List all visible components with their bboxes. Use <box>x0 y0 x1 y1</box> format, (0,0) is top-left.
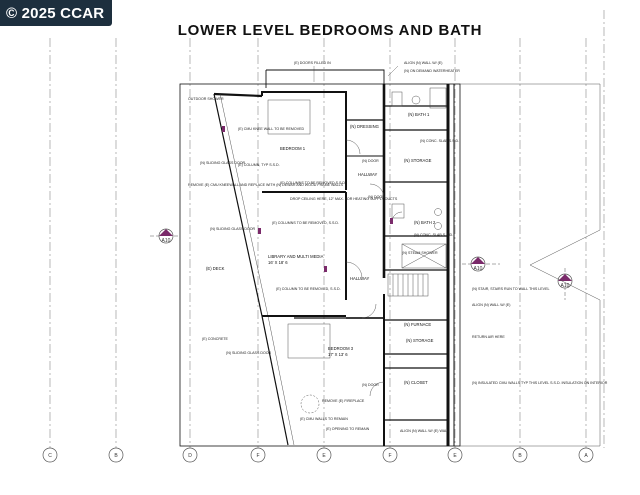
room-labels: BEDROOM 1 LIBRARY AND MULTI MEDIA 16' X … <box>206 112 436 385</box>
svg-text:(N) DOOR: (N) DOOR <box>368 195 385 199</box>
svg-text:(N) STAIR, STAIRS RUN TO WALL: (N) STAIR, STAIRS RUN TO WALL THIS LEVEL <box>472 287 549 291</box>
svg-text:(E) DOORS FILLED IN: (E) DOORS FILLED IN <box>294 61 331 65</box>
svg-text:(N) STEAM SHOWER: (N) STEAM SHOWER <box>402 251 438 255</box>
room-bedroom3: BEDROOM 3 <box>328 346 354 351</box>
svg-text:(N) SLIDING GLASS DOOR: (N) SLIDING GLASS DOOR <box>200 161 246 165</box>
interior-walls <box>261 84 455 446</box>
grid-bubble: E <box>447 447 463 463</box>
room-furnace: (N) FURNACE <box>404 322 431 327</box>
grid-bubble: A <box>578 447 594 463</box>
svg-text:(E) CMU WALLS TO REMAIN: (E) CMU WALLS TO REMAIN <box>300 417 348 421</box>
section-marker-right: A10 <box>462 256 500 272</box>
room-bedroom1: BEDROOM 1 <box>280 146 306 151</box>
svg-text:D: D <box>188 453 192 459</box>
svg-text:A10: A10 <box>561 283 570 289</box>
svg-text:ALIGN (N) WALL W/ (E) WALL: ALIGN (N) WALL W/ (E) WALL <box>400 429 449 433</box>
door-swings <box>345 139 403 397</box>
room-bath2: (N) BATH 2 <box>414 220 436 225</box>
grid-bubble: F <box>382 447 398 463</box>
svg-text:ALIGN (N) WALL W/ (E): ALIGN (N) WALL W/ (E) <box>404 61 442 65</box>
svg-text:F: F <box>388 453 391 459</box>
building-outline <box>179 69 601 447</box>
svg-text:(E) COLUMN TO BE REMOVED, S.S.: (E) COLUMN TO BE REMOVED, S.S.D. <box>276 287 341 291</box>
svg-text:A10: A10 <box>162 238 171 244</box>
grid-bubble: B <box>512 447 528 463</box>
room-hallway-top: HALLWAY <box>358 172 377 177</box>
svg-text:(N) CONC. SLAB S.S.D.: (N) CONC. SLAB S.S.D. <box>420 139 459 143</box>
room-dressing: (N) DRESSING <box>350 124 379 129</box>
svg-text:E: E <box>322 453 326 459</box>
svg-text:F: F <box>256 453 259 459</box>
room-closet: (N) CLOSET <box>404 380 428 385</box>
svg-text:C: C <box>48 453 52 459</box>
svg-text:(N) CONC. SLAB S.S.D.: (N) CONC. SLAB S.S.D. <box>414 233 453 237</box>
room-deck: (E) DECK <box>206 266 225 271</box>
room-storage: (N) STORAGE <box>406 338 434 343</box>
svg-text:REMOVE (E) FIREPLACE: REMOVE (E) FIREPLACE <box>322 399 365 403</box>
svg-text:B: B <box>518 453 522 459</box>
grid-bubble: F <box>250 447 266 463</box>
copyright-watermark: © 2025 CCAR <box>0 0 113 26</box>
grid-bubble: E <box>316 447 332 463</box>
grid-bubble: B <box>108 447 124 463</box>
drawing-title: LOWER LEVEL BEDROOMS AND BATH <box>177 22 483 39</box>
svg-text:(N) SLIDING GLASS DOOR: (N) SLIDING GLASS DOOR <box>210 227 256 231</box>
svg-text:B: B <box>114 453 118 459</box>
section-marker-far-right: A10 <box>557 268 573 300</box>
furniture <box>267 99 331 414</box>
room-bath1: (N) BATH 1 <box>408 112 430 117</box>
svg-text:E: E <box>453 453 457 459</box>
svg-text:(N) ON DEMAND WATERHEATER: (N) ON DEMAND WATERHEATER <box>404 69 460 73</box>
svg-text:ALIGN (N) WALL W/ (E): ALIGN (N) WALL W/ (E) <box>472 303 510 307</box>
grid-bubble: D <box>182 447 198 463</box>
room-library: LIBRARY AND MULTI MEDIA <box>268 254 324 259</box>
svg-text:A10: A10 <box>474 266 483 272</box>
svg-text:(E) COLUMNS TO BE REMOVED S.S.: (E) COLUMNS TO BE REMOVED S.S.D <box>280 181 345 185</box>
room-bedroom3-size: 17' X 13' 6 <box>328 352 348 357</box>
room-library-size: 16' X 18' 6 <box>268 260 288 265</box>
svg-text:(N) SLIDING GLASS DOOR: (N) SLIDING GLASS DOOR <box>226 351 272 355</box>
svg-text:OUTDOOR SHOWER: OUTDOOR SHOWER <box>188 97 224 101</box>
svg-text:(E) COLUMNS TO BE REMOVED, S.S: (E) COLUMNS TO BE REMOVED, S.S.D. <box>272 221 339 225</box>
svg-text:(E) CONCRETE: (E) CONCRETE <box>202 337 229 341</box>
svg-text:(N) INSULATED CMU WALLS TYP TH: (N) INSULATED CMU WALLS TYP THIS LEVEL S… <box>472 381 608 385</box>
svg-text:REMOVE (E) CMU KNEEWALL AND RE: REMOVE (E) CMU KNEEWALL AND REPLACE WITH… <box>188 183 344 187</box>
grid-bubble-row: C B D F E F E B <box>42 447 594 463</box>
section-marker-left: A10 <box>150 228 178 244</box>
stair <box>387 273 429 297</box>
room-hallway: HALLWAY <box>350 276 369 281</box>
svg-text:(E) COLUMN, TYP S.S.D.: (E) COLUMN, TYP S.S.D. <box>238 163 280 167</box>
svg-text:DROP CEILING HERE, 12" MAX. FO: DROP CEILING HERE, 12" MAX. FOR HEATING … <box>290 197 398 201</box>
svg-text:(E) OPENING TO REMAIN: (E) OPENING TO REMAIN <box>326 427 370 431</box>
bath-fixtures <box>391 87 447 269</box>
svg-text:RETURN AIR HERE: RETURN AIR HERE <box>472 335 505 339</box>
svg-text:(E) CMU KNEE WALL TO BE REMOVE: (E) CMU KNEE WALL TO BE REMOVED <box>238 127 305 131</box>
svg-text:A: A <box>584 453 588 459</box>
grid-bubble: C <box>42 447 58 463</box>
room-storage-laundry: (N) STORAGE <box>404 158 432 163</box>
annotations: (E) DOORS FILLED IN ALIGN (N) WALL W/ (E… <box>188 61 608 433</box>
column-markers <box>222 126 393 272</box>
svg-text:(N) DOOR: (N) DOOR <box>362 159 379 163</box>
svg-text:(N) DOOR: (N) DOOR <box>362 383 379 387</box>
glass-facade <box>213 92 295 446</box>
